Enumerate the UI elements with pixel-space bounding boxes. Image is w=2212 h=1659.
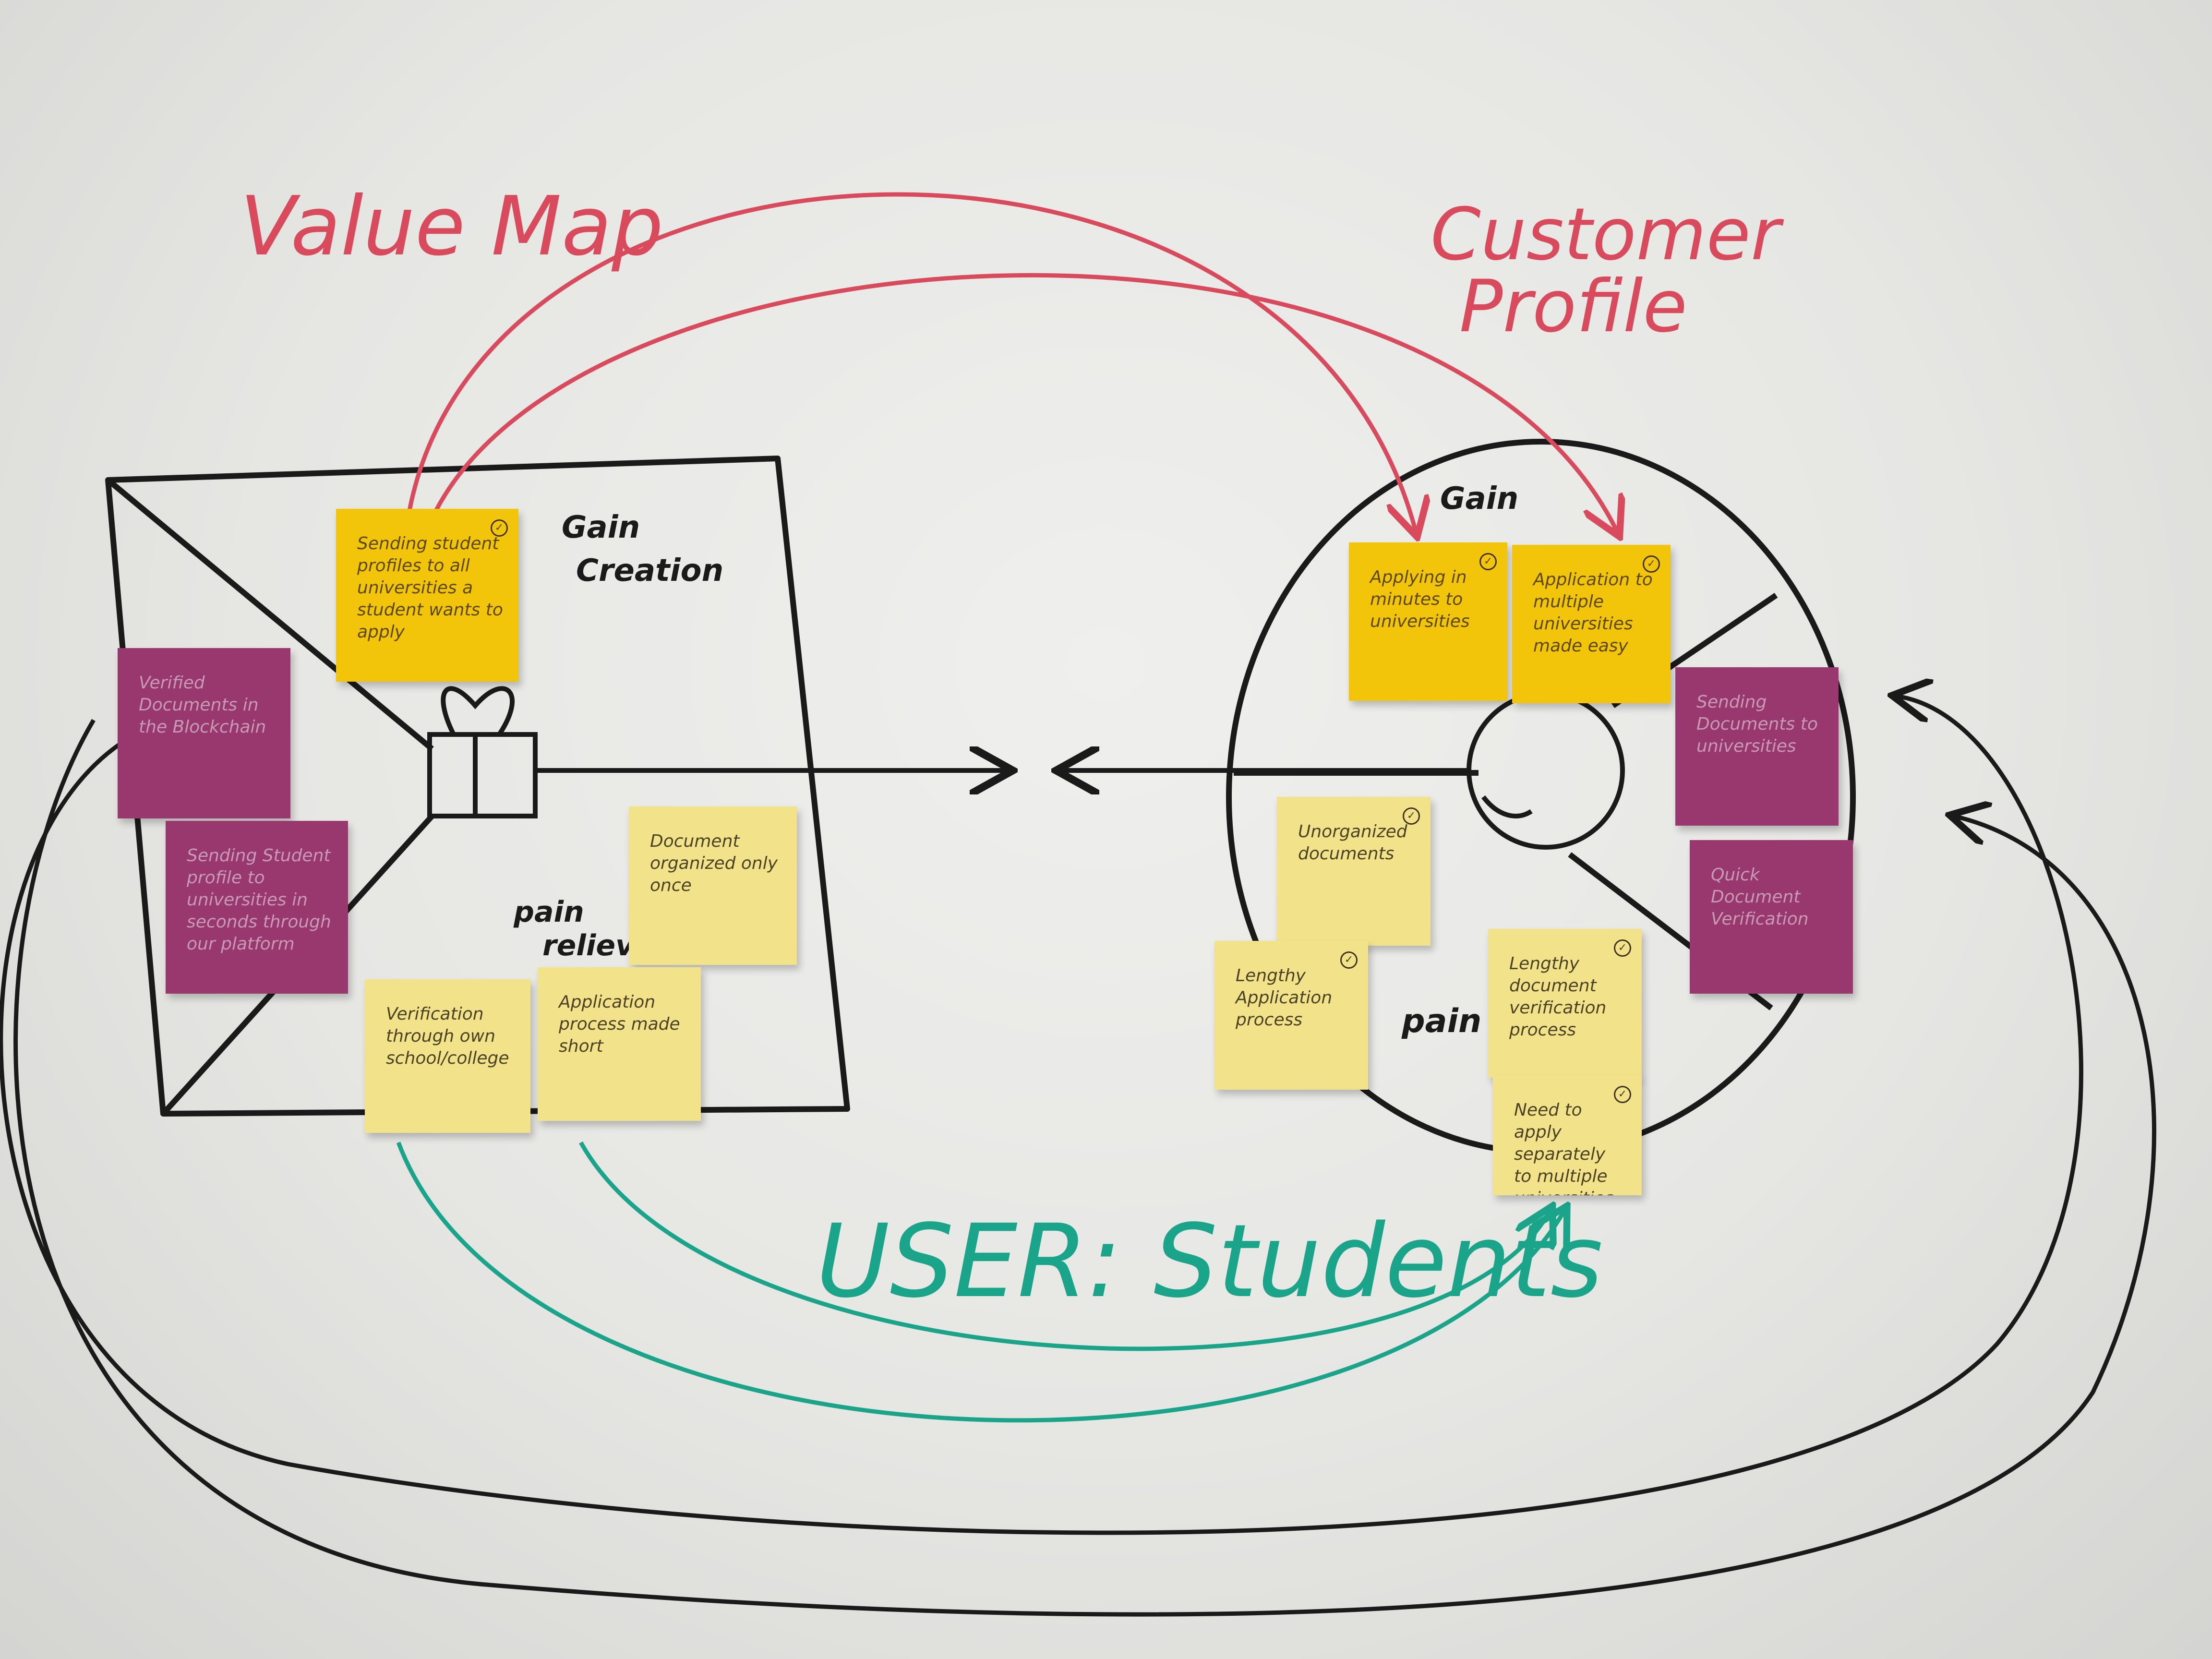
value-map-title: Value Map [240,179,663,274]
customer-pain-label: pain [1401,1002,1481,1040]
sticky-note-cp-pain-4[interactable]: ✓ Need to apply separately to multiple u… [1493,1075,1642,1195]
check-icon: ✓ [491,519,508,537]
user-students-title: USER: Students [816,1202,1603,1320]
sticky-note-vm-gain-1[interactable]: ✓ Sending student profiles to all univer… [336,509,518,682]
check-icon: ✓ [1479,553,1497,570]
customer-gain-label: Gain [1440,481,1518,517]
sticky-note-cp-gain-1[interactable]: ✓ Applying in minutes to universities [1349,542,1507,701]
sticky-note-vm-pain-1[interactable]: Document organized only once [629,806,797,965]
note-text: Applying in minutes to universities [1370,567,1470,631]
check-icon: ✓ [1643,555,1660,573]
note-text: Verified Documents in the Blockchain [139,673,266,737]
note-text: Need to apply separately to multiple uni… [1514,1100,1614,1195]
note-text: Lengthy Application process [1236,966,1333,1030]
check-icon: ✓ [1614,939,1631,957]
note-text: Verification through own school/college [386,1004,509,1068]
sticky-note-vm-pain-3[interactable]: Application process made short [538,967,701,1121]
note-text: Sending student profiles to all universi… [357,534,503,642]
sticky-note-vm-pain-2[interactable]: Verification through own school/college [365,979,530,1133]
smiley-face-icon [1467,691,1625,850]
sticky-note-cp-pain-1[interactable]: ✓ Unorganized documents [1277,797,1431,946]
black-feedback-loops [0,696,2156,1617]
note-text: Quick Document Verification [1711,865,1809,929]
sticky-note-cp-pain-2[interactable]: ✓ Lengthy Application process [1214,941,1368,1090]
note-text: Unorganized documents [1298,822,1407,864]
green-arcs [396,1141,1565,1423]
customer-profile-title-line2: Profile [1459,265,1687,349]
check-icon: ✓ [1614,1086,1631,1103]
sticky-note-vm-purple-1[interactable]: Verified Documents in the Blockchain [118,648,290,818]
gift-icon [427,686,538,818]
customer-profile-title-line1: Customer [1431,193,1784,276]
note-text: Document organized only once [650,831,778,895]
note-text: Application to multiple universities mad… [1533,570,1653,656]
sticky-note-cp-purple-1[interactable]: Sending Documents to universities [1675,667,1839,826]
note-text: Lengthy document verification process [1509,954,1607,1040]
sticky-note-vm-purple-2[interactable]: Sending Student profile to universities … [166,821,348,994]
note-text: Application process made short [559,992,680,1056]
sticky-note-cp-pain-3[interactable]: ✓ Lengthy document verification process [1488,929,1642,1078]
sticky-note-cp-purple-2[interactable]: Quick Document Verification [1690,840,1853,994]
sticky-note-cp-gain-2[interactable]: ✓ Application to multiple universities m… [1512,545,1671,703]
check-icon: ✓ [1340,951,1358,969]
pain-reliever-label-line1: pain [513,895,584,929]
note-text: Sending Documents to universities [1696,692,1818,756]
note-text: Sending Student profile to universities … [187,846,331,954]
check-icon: ✓ [1403,807,1420,825]
red-arcs [406,192,1618,533]
gain-creation-label-line1: Gain [562,510,640,545]
gain-creation-label-line2: Creation [576,553,723,589]
